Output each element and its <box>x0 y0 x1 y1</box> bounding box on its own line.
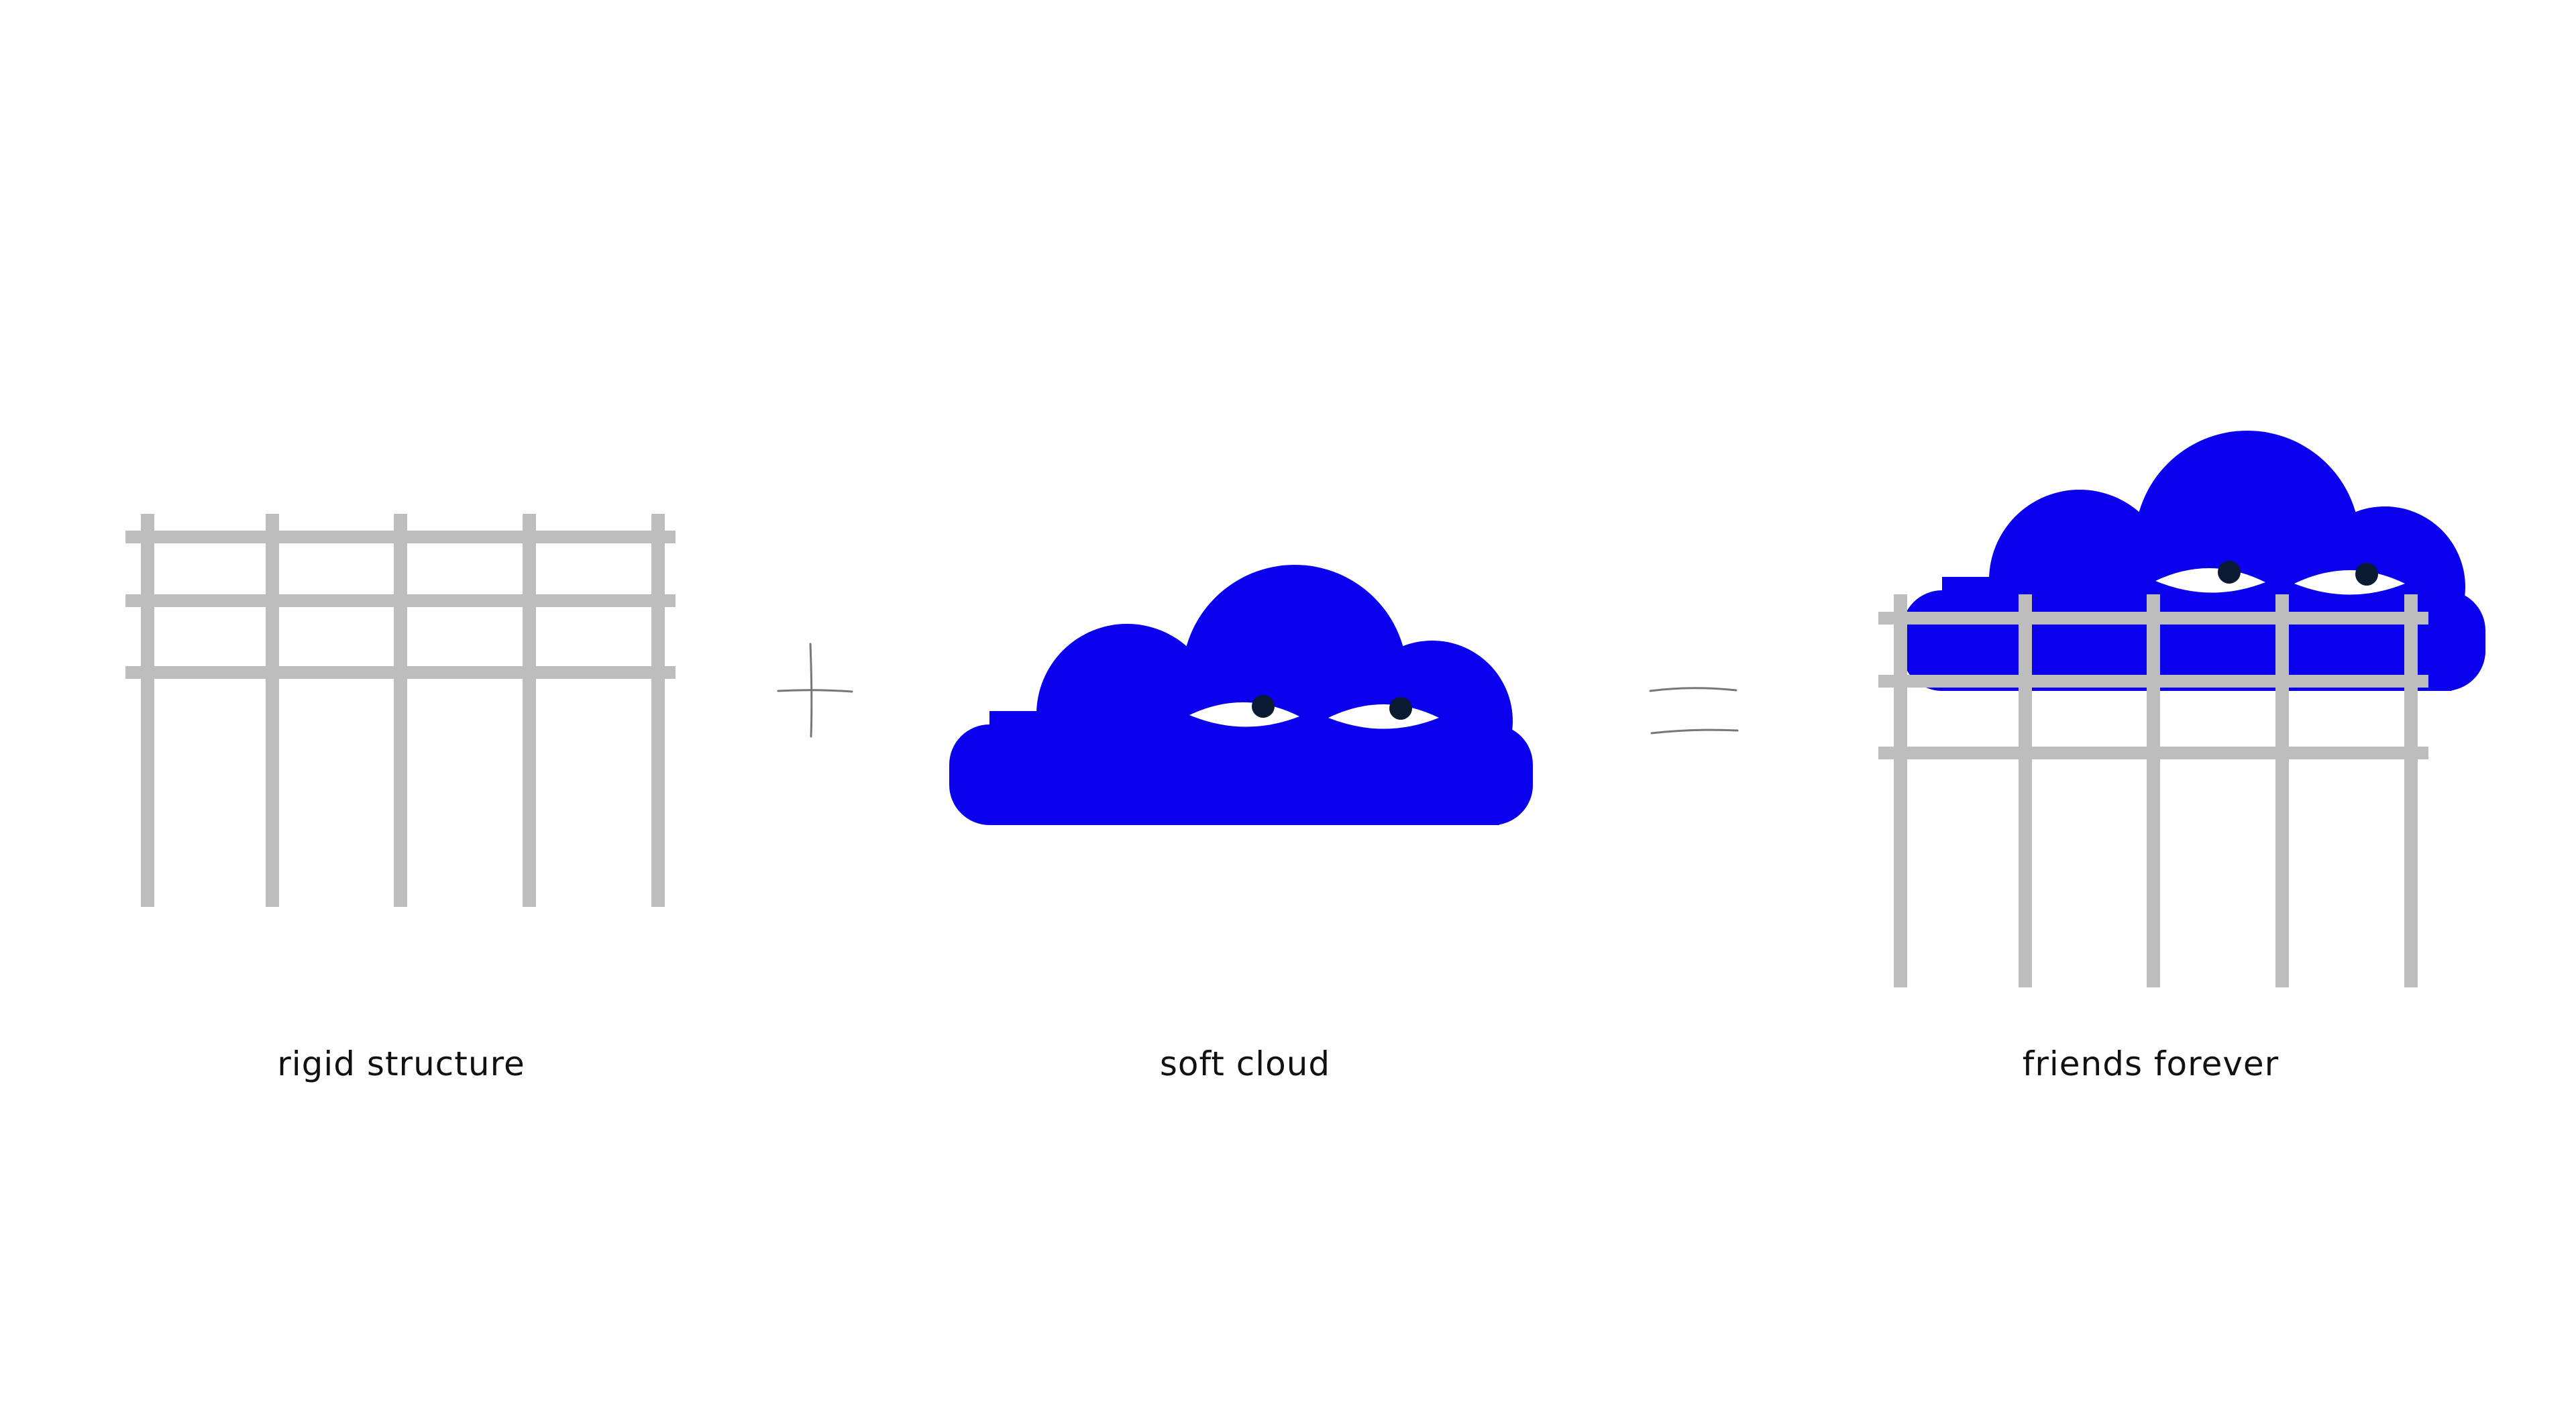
soft-cloud <box>949 565 1533 825</box>
friends-forever-combo <box>1878 431 2485 987</box>
scaffold-post <box>2275 594 2289 987</box>
scaffold-post <box>394 514 407 907</box>
scaffold-post <box>266 514 279 907</box>
equals-sign-icon <box>1649 687 1739 735</box>
combo-cloud <box>1902 431 2485 691</box>
scaffold-post <box>1894 594 1907 987</box>
cloud-eye-left <box>2155 561 2265 593</box>
combo-scaffold <box>1878 594 2428 987</box>
caption-rigid-structure: rigid structure <box>277 1044 525 1083</box>
cloud-eye-right <box>2294 563 2405 595</box>
caption-friends-forever: friends forever <box>2022 1044 2279 1083</box>
cloud-eye-left <box>1189 695 1299 727</box>
scaffold-post <box>2019 594 2032 987</box>
plus-sign-icon <box>777 643 853 738</box>
cloud-eye-right <box>1328 697 1439 729</box>
caption-soft-cloud: soft cloud <box>1159 1044 1331 1083</box>
scaffold-post <box>2147 594 2160 987</box>
cloud-body <box>949 565 1533 825</box>
scaffold-post <box>523 514 536 907</box>
scaffold-post <box>141 514 154 907</box>
scaffold-post <box>651 514 665 907</box>
scaffold-post <box>2404 594 2418 987</box>
cloud-body <box>1902 431 2485 691</box>
rigid-structure-scaffold <box>125 514 676 907</box>
